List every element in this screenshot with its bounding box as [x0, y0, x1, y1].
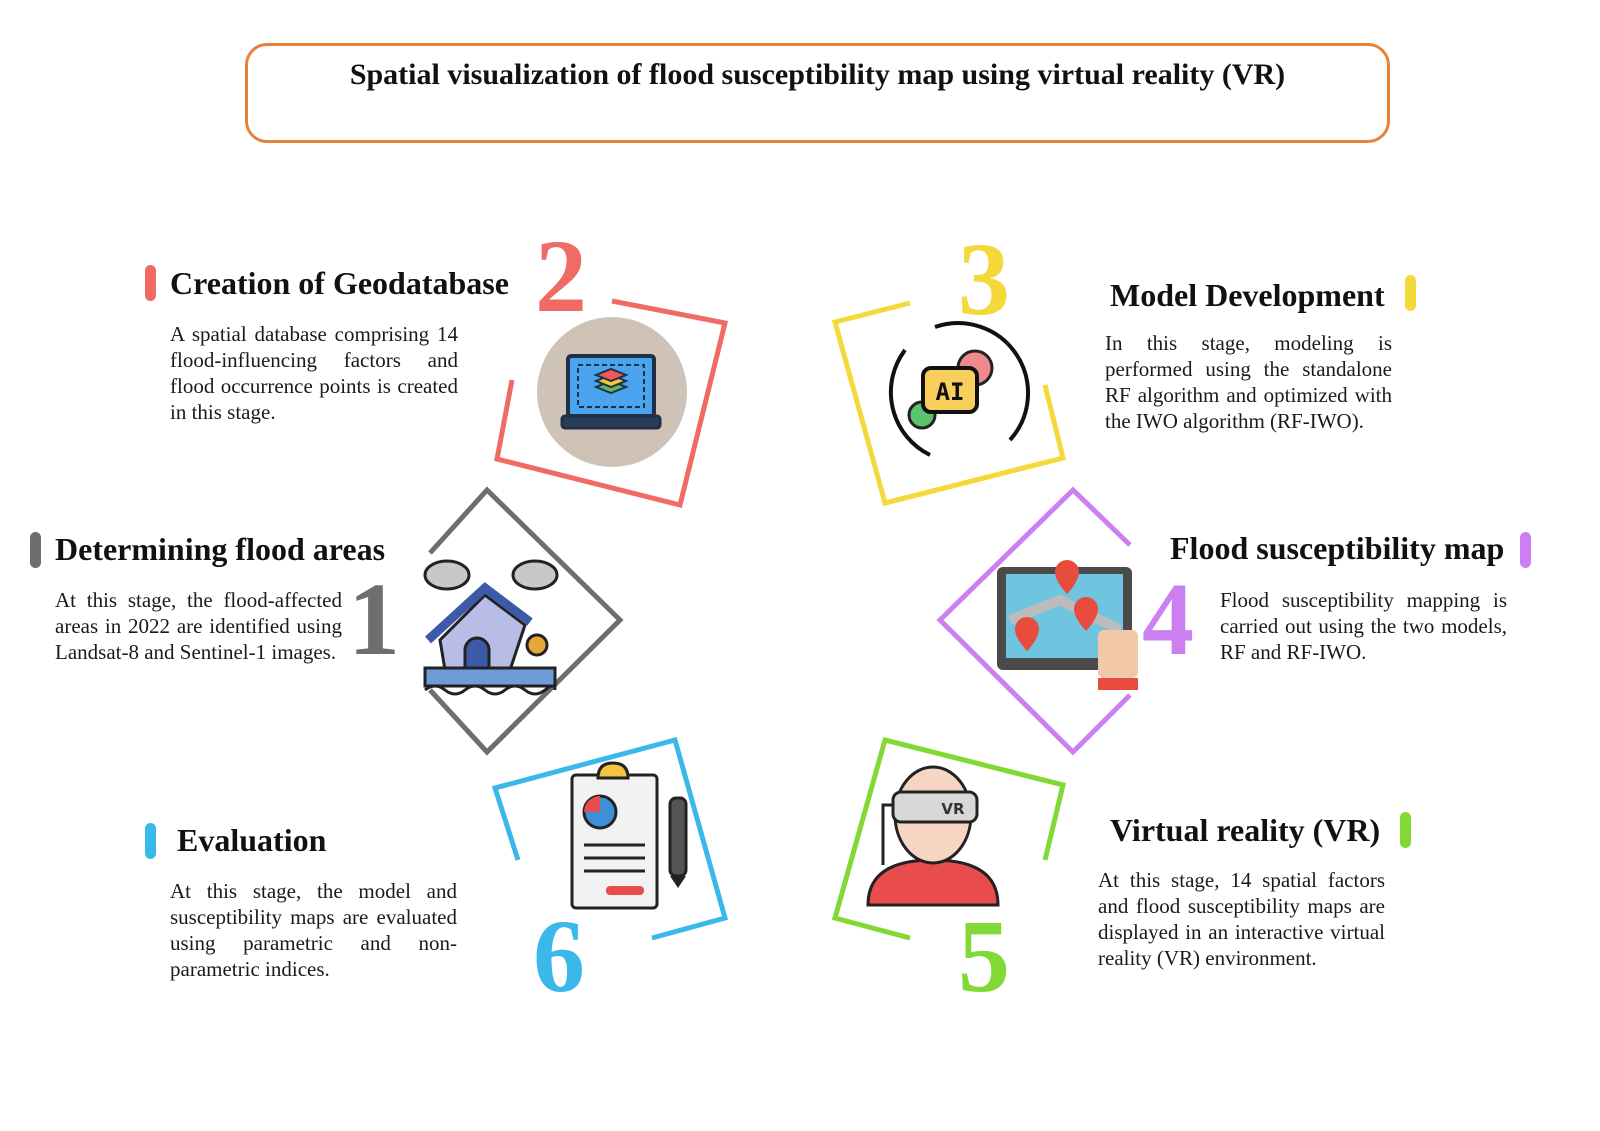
stage6-heading: Evaluation [177, 822, 327, 858]
stage5-marker [1400, 812, 1411, 848]
stage4-heading: Flood susceptibility map [1170, 530, 1505, 566]
stage5-number: 5 [958, 899, 1010, 1014]
clipboard-report-icon [570, 761, 688, 910]
stage2-frame [494, 298, 729, 509]
diagram-title: Spatial visualization of flood susceptib… [349, 58, 1286, 91]
ai-label: AI [936, 378, 965, 406]
stage3-description: In this stage, modeling is performed usi… [1105, 331, 1392, 433]
laptop-layers-icon [537, 317, 687, 467]
stage1-number: 1 [348, 562, 400, 677]
stage2-description: A spatial database comprising 14 flood-i… [170, 322, 458, 424]
vr-headset-person-icon: VR [866, 765, 1000, 907]
stage2-marker [145, 265, 156, 301]
title-frame [245, 43, 1390, 143]
stage4-frame [936, 486, 1132, 756]
stage6-number: 6 [533, 899, 585, 1014]
stage2-heading: Creation of Geodatabase [170, 265, 509, 301]
stage1-marker [30, 532, 41, 568]
stage5-description: At this stage, 14 spatial factors and fl… [1098, 868, 1385, 970]
stage4-marker [1520, 532, 1531, 568]
stage1-heading: Determining flood areas [55, 531, 386, 567]
stage5-heading: Virtual reality (VR) [1110, 812, 1381, 848]
stage4-number: 4 [1142, 562, 1194, 677]
stage2-number: 2 [535, 219, 587, 334]
tablet-map-icon [997, 560, 1138, 690]
stage5-frame [831, 736, 1067, 941]
stage1-frame-upper [428, 486, 624, 756]
stage1-description: At this stage, the flood-affected areas … [55, 588, 342, 664]
stage3-frame [831, 300, 1067, 507]
vr-label: VR [941, 800, 965, 818]
stage3-number: 3 [958, 222, 1010, 337]
stage4-description: Flood susceptibility mapping is carried … [1220, 588, 1507, 664]
ai-gears-icon: AI [888, 321, 1030, 457]
stage6-frame [491, 736, 729, 941]
flooded-house-icon [423, 559, 559, 696]
stage3-marker [1405, 275, 1416, 311]
stage6-description: At this stage, the model and susceptibil… [170, 879, 457, 981]
stage3-heading: Model Development [1110, 277, 1385, 313]
stage6-marker [145, 823, 156, 859]
